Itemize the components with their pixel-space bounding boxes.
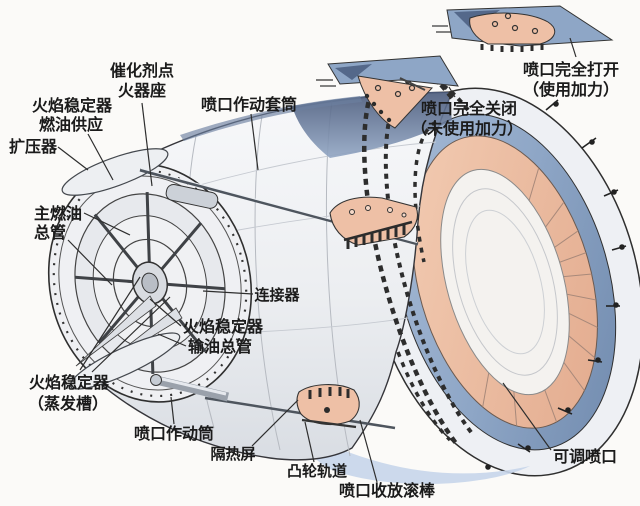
leader-evaporator-1 (79, 276, 141, 371)
leader-catalyst-igniter (141, 102, 153, 187)
label-connector: 连接器 (254, 286, 300, 304)
leader-heat-shield (251, 399, 299, 447)
label-main-fuel-manifold-1: 主燃油 (34, 204, 82, 223)
leader-roller (359, 419, 378, 483)
label-heat-shield: 隔热屏 (210, 445, 255, 463)
leader-variable-nozzle (502, 382, 552, 451)
leader-fuel-delivery (157, 333, 187, 347)
labels: 催化剂点 火器座 火焰稳定器 燃油供应 扩压器 主燃油 总管 喷口作动套筒 喷口… (9, 60, 619, 500)
label-flame-stabilizer: 火焰稳定器 (183, 317, 264, 336)
cam-comb-teeth (346, 224, 406, 249)
diffuser-fins (61, 148, 181, 390)
label-nozzle-fully-open-2: （使用加力） (523, 80, 619, 99)
leader-fuel-supply (87, 133, 114, 181)
fin-bottom (69, 332, 181, 390)
label-fuel-delivery-manifold: 输油总管 (188, 337, 252, 356)
leader-main-fuel-1 (83, 212, 131, 236)
label-nozzle-retract-roller: 喷口收放滚棒 (339, 481, 436, 500)
roller-bar (301, 418, 357, 429)
roller-pin (324, 407, 330, 413)
igniter-cylinder (165, 183, 219, 209)
leader-open-inset (569, 37, 577, 58)
inset-nozzle-closed (316, 55, 459, 129)
leader-lines (57, 37, 577, 483)
rear-nozzle-rings (366, 87, 640, 477)
inset-nozzle-open (432, 5, 614, 52)
leader-closed-inset (448, 86, 456, 98)
label-nozzle-fully-open-1: 喷口完全打开 (523, 60, 619, 79)
label-catalyst-igniter-seat-2: 火器座 (118, 81, 166, 100)
label-nozzle-fully-closed-1: 喷口完全关闭 (421, 99, 517, 118)
leader-main-fuel-2 (67, 239, 113, 286)
label-flame-stabilizer-evaporator-1: 火焰稳定器 (29, 373, 110, 392)
label-flame-stabilizer-fuel-supply-2: 燃油供应 (39, 115, 103, 134)
leader-flame-stabilizer (149, 298, 182, 327)
leader-diffuser (57, 146, 89, 171)
leader-evaporator-2 (91, 296, 171, 373)
label-nozzle-actuating-sleeve: 喷口作动套筒 (201, 95, 297, 114)
closed-flap-rollers (364, 93, 392, 123)
leader-connector (202, 290, 254, 295)
label-flame-stabilizer-fuel-supply-1: 火焰稳定器 (32, 96, 113, 115)
leader-cam-track (304, 421, 315, 463)
diffuser-fin-top (61, 148, 169, 196)
label-nozzle-fully-closed-2: （未使用加力） (411, 119, 523, 138)
rim-bolts (485, 99, 627, 470)
nozzle-actuator-body (154, 375, 230, 402)
label-cam-track: 凸轮轨道 (287, 462, 347, 480)
label-variable-nozzle: 可调喷口 (553, 448, 617, 466)
label-catalyst-igniter-seat-1: 催化剂点 (110, 61, 174, 80)
leader-sleeve (250, 113, 259, 171)
label-nozzle-actuator-cylinder: 喷口作动筒 (134, 424, 214, 443)
label-flame-stabilizer-evaporator-2: （蒸发槽） (28, 394, 108, 413)
leader-actuator (170, 396, 175, 425)
bottom-cam-track (296, 384, 360, 429)
label-main-fuel-manifold-2: 总管 (34, 223, 66, 242)
top-mechanism (329, 196, 419, 249)
label-diffuser: 扩压器 (9, 137, 58, 156)
